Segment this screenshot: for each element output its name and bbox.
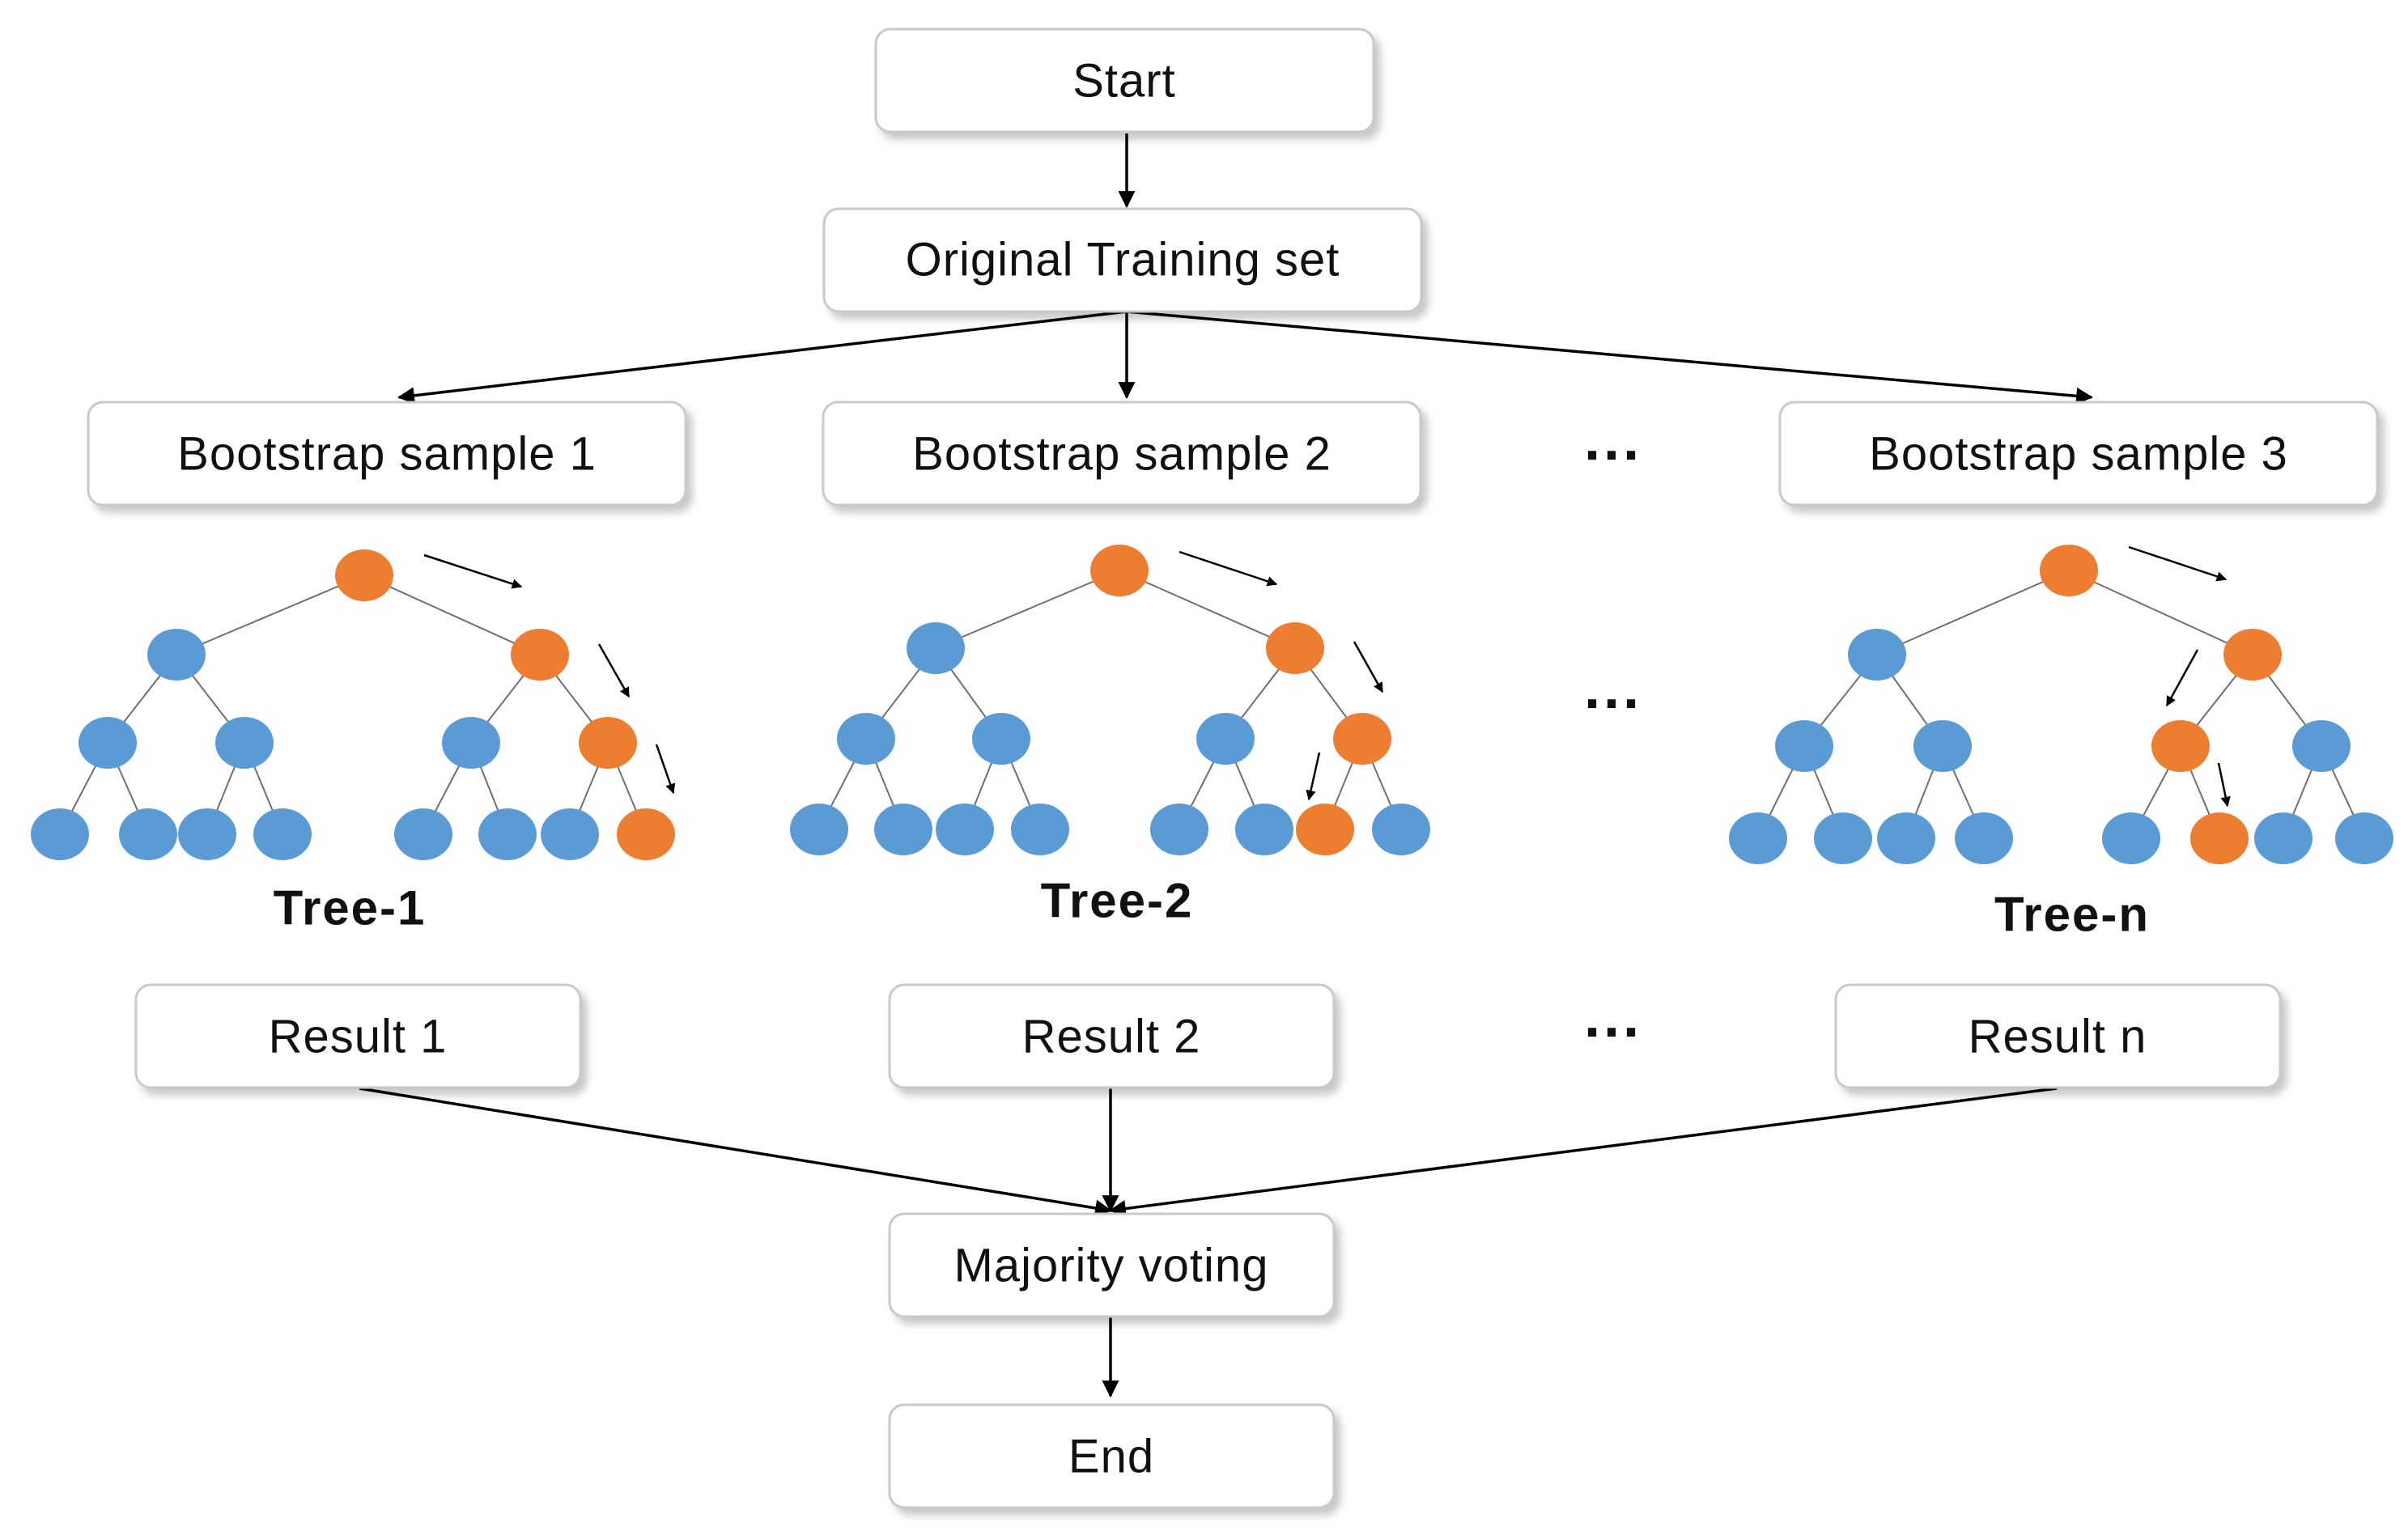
arrow-result-n-to-majority xyxy=(1108,1087,2058,1217)
tree-2-edges xyxy=(818,570,1402,830)
tree-leaf xyxy=(541,808,599,860)
ellipsis-trees: ··· xyxy=(1584,672,1642,736)
tree-leaf xyxy=(1150,804,1208,855)
tree-leaf xyxy=(1011,804,1069,855)
tree-leaf xyxy=(31,808,89,860)
tree-node xyxy=(2292,720,2351,772)
tree-node xyxy=(1196,713,1255,765)
path-arrow xyxy=(2128,545,2228,582)
tree-leaf xyxy=(1372,804,1430,855)
tree-n-nodes xyxy=(1729,545,2393,864)
bootstrap-sample-2-label: Bootstrap sample 2 xyxy=(912,428,1331,481)
tree-node-selected xyxy=(2223,629,2282,681)
tree-leaf-selected xyxy=(2190,812,2249,864)
tree-2-path-arrows xyxy=(1179,550,1384,801)
tree-leaf xyxy=(1729,812,1787,864)
tree-node xyxy=(442,717,500,769)
tree-node-root-selected xyxy=(335,549,393,601)
tree-leaf-selected xyxy=(1296,804,1354,855)
bootstrap-sample-1-box: Bootstrap sample 1 xyxy=(87,401,687,507)
end-box: End xyxy=(888,1403,1336,1509)
ellipsis-results: ··· xyxy=(1584,1000,1642,1065)
tree-node-selected xyxy=(511,629,569,681)
tree-1: Tree-1 xyxy=(31,549,676,935)
path-arrow xyxy=(1353,641,1384,693)
result-n-label: Result n xyxy=(1968,1011,2147,1063)
tree-node xyxy=(1848,629,1906,681)
tree-n-path-arrows xyxy=(2128,545,2231,808)
majority-voting-label: Majority voting xyxy=(954,1240,1269,1292)
path-arrow xyxy=(655,744,676,795)
tree-n-edges xyxy=(1757,570,2365,839)
tree-n-label: Tree-n xyxy=(1994,888,2150,942)
tree-leaf xyxy=(178,808,236,860)
tree-node xyxy=(907,622,965,674)
end-label: End xyxy=(1068,1431,1154,1483)
tree-leaf xyxy=(2254,812,2312,864)
result-n-box: Result n xyxy=(1834,983,2282,1089)
tree-node-selected xyxy=(2151,720,2210,772)
tree-1-path-arrows xyxy=(423,553,676,795)
tree-leaf xyxy=(2335,812,2393,864)
tree-node xyxy=(837,713,895,765)
tree-node-selected xyxy=(1266,622,1324,674)
tree-1-nodes xyxy=(31,549,675,860)
training-set-label: Original Training set xyxy=(906,234,1340,286)
tree-node-root-selected xyxy=(2040,545,2098,596)
path-arrow xyxy=(423,553,523,589)
flow-connectors xyxy=(359,134,2094,1398)
result-1-label: Result 1 xyxy=(269,1011,448,1063)
start-label: Start xyxy=(1072,55,1176,108)
result-2-label: Result 2 xyxy=(1022,1011,1201,1063)
tree-leaf xyxy=(1955,812,2013,864)
tree-node xyxy=(215,717,274,769)
arrow-result-1-to-majority xyxy=(359,1087,1113,1217)
tree-leaf xyxy=(119,808,177,860)
tree-node xyxy=(79,717,137,769)
bootstrap-sample-3-label: Bootstrap sample 3 xyxy=(1869,428,2288,481)
tree-2-nodes xyxy=(790,545,1430,855)
tree-2-label: Tree-2 xyxy=(1041,874,1194,928)
result-1-box: Result 1 xyxy=(134,983,582,1089)
arrow-training-to-bootstrap-3 xyxy=(1126,310,2094,405)
training-set-box: Original Training set xyxy=(822,207,1423,313)
tree-1-label: Tree-1 xyxy=(274,881,427,935)
tree-2: Tree-2 xyxy=(790,545,1430,928)
start-box: Start xyxy=(874,28,1375,134)
result-2-box: Result 2 xyxy=(888,983,1336,1089)
tree-n: Tree-n xyxy=(1729,545,2393,942)
ellipsis-bootstrap: ··· xyxy=(1584,423,1642,488)
tree-node-selected xyxy=(1333,713,1391,765)
tree-1-edges xyxy=(59,575,647,835)
tree-node xyxy=(147,629,206,681)
bootstrap-sample-2-box: Bootstrap sample 2 xyxy=(822,401,1422,507)
bootstrap-sample-1-label: Bootstrap sample 1 xyxy=(177,428,597,481)
tree-leaf xyxy=(253,808,312,860)
majority-voting-box: Majority voting xyxy=(888,1212,1336,1318)
tree-leaf xyxy=(874,804,932,855)
tree-leaf xyxy=(1814,812,1872,864)
tree-node xyxy=(1775,720,1833,772)
path-arrow xyxy=(2165,649,2199,707)
arrow-training-to-bootstrap-1 xyxy=(397,310,1128,405)
tree-leaf-selected xyxy=(617,808,675,860)
path-arrow xyxy=(597,643,631,698)
tree-leaf xyxy=(394,808,452,860)
path-arrow xyxy=(1306,752,1321,801)
tree-leaf xyxy=(1235,804,1293,855)
path-arrow xyxy=(1179,550,1278,587)
bootstrap-sample-3-box: Bootstrap sample 3 xyxy=(1778,401,2379,507)
tree-node xyxy=(1913,720,1972,772)
tree-leaf xyxy=(1877,812,1935,864)
tree-leaf xyxy=(478,808,537,860)
tree-leaf xyxy=(936,804,994,855)
path-arrow xyxy=(2217,762,2231,808)
tree-node-selected xyxy=(579,717,637,769)
tree-leaf xyxy=(2102,812,2160,864)
tree-node xyxy=(972,713,1030,765)
tree-node-root-selected xyxy=(1090,545,1149,596)
tree-leaf xyxy=(790,804,848,855)
